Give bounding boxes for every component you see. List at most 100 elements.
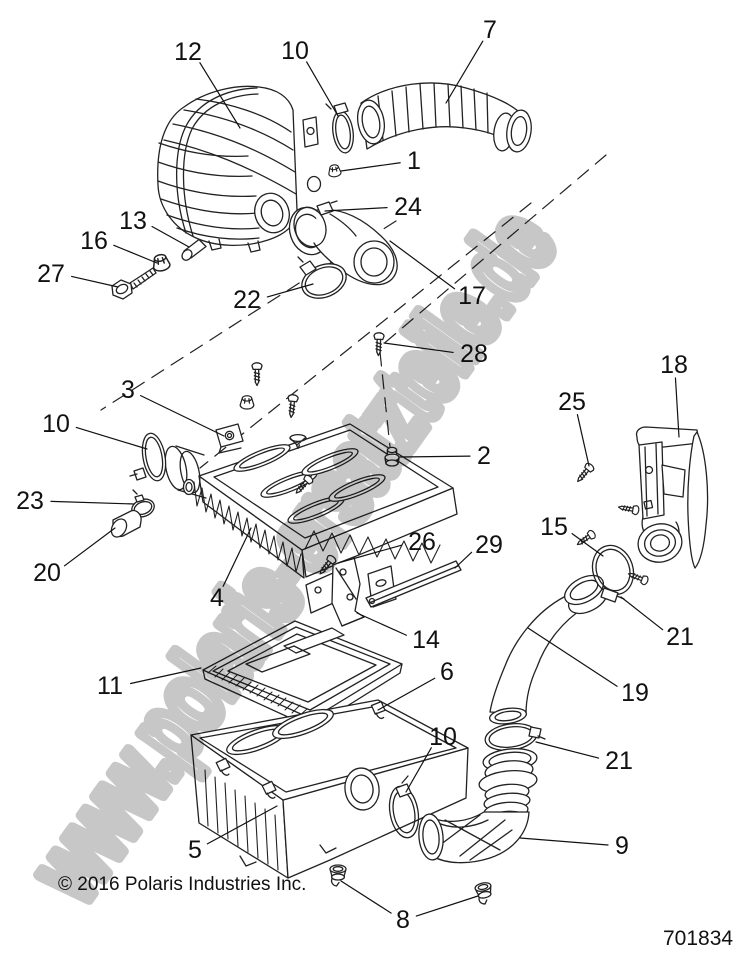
callout-leader-line — [356, 612, 408, 636]
callout-label-18: 18 — [660, 351, 688, 379]
callout-label-20: 20 — [33, 559, 61, 587]
clamp-21-lower-drawing — [484, 722, 546, 752]
callout-leader-line — [50, 500, 135, 505]
callout-label-1: 1 — [407, 147, 421, 175]
intake-shroud-drawing — [635, 426, 709, 569]
callout-leader-line — [571, 533, 604, 557]
callout-label-24: 24 — [394, 193, 422, 221]
callout-label-15: 15 — [540, 513, 568, 541]
spacer-13-drawing — [181, 238, 207, 261]
callout-label-17: 17 — [458, 282, 486, 310]
airbox-lid-drawing — [164, 423, 458, 579]
callout-leader-line — [405, 747, 432, 793]
intake-hose-drawing — [356, 82, 532, 153]
callout-label-13: 13 — [119, 207, 147, 235]
callout-label-23: 23 — [16, 487, 44, 515]
callout-leader-line — [620, 596, 664, 631]
callout-leader-line — [415, 895, 479, 917]
drain-plug-drawing — [473, 880, 496, 906]
flange-nut-1-drawing — [327, 163, 342, 179]
callout-label-9: 9 — [615, 832, 629, 860]
callout-leader-line — [151, 225, 190, 248]
callout-label-11: 11 — [97, 672, 123, 700]
well-nut-2-drawing — [384, 446, 400, 467]
airbox-base-drawing — [190, 699, 469, 879]
callout-label-10: 10 — [42, 410, 70, 438]
callout-leader-line — [383, 342, 454, 354]
callout-leader-line — [445, 40, 484, 104]
assembly-guide-dashline — [199, 202, 532, 469]
callout-label-4: 4 — [210, 584, 224, 612]
callout-leader-line — [140, 395, 225, 437]
callout-leader-line — [199, 62, 241, 129]
callout-label-28: 28 — [460, 340, 488, 368]
callout-label-12: 12 — [174, 38, 202, 66]
bracket-assembly-drawing — [305, 556, 462, 627]
callout-label-21: 21 — [605, 747, 633, 775]
callout-label-3: 3 — [121, 376, 135, 404]
callout-label-27: 27 — [37, 260, 65, 288]
callout-leader-line — [305, 61, 339, 117]
callout-label-8: 8 — [396, 906, 410, 934]
callout-leader-line — [519, 837, 609, 846]
assembly-guide-dashline — [379, 351, 391, 448]
callout-label-16: 16 — [80, 227, 108, 255]
callout-label-19: 19 — [621, 679, 649, 707]
callout-label-7: 7 — [483, 16, 497, 44]
callout-leader-line — [324, 207, 388, 212]
assembly-guide-dashline — [380, 154, 607, 347]
callout-leader-line — [576, 413, 590, 467]
callout-label-5: 5 — [188, 836, 202, 864]
bolt-27-drawing — [111, 267, 157, 300]
rubber-cap-20-drawing — [110, 509, 142, 538]
callout-label-26: 26 — [408, 528, 436, 556]
callout-leader-line — [75, 426, 148, 450]
callout-leader-line — [222, 527, 252, 587]
clamp-15-drawing — [591, 544, 635, 603]
clamp-22-drawing — [297, 256, 347, 299]
callout-leader-line — [266, 283, 314, 298]
bellows-elbow-drawing — [418, 748, 538, 864]
callout-leader-line — [454, 551, 473, 569]
callout-label-29: 29 — [475, 531, 503, 559]
callout-leader-line — [206, 805, 278, 845]
screw-drawing — [251, 362, 263, 387]
screw-drawing — [285, 393, 300, 419]
screw-25-drawing — [573, 461, 596, 486]
callout-leader-lines — [50, 40, 680, 917]
callout-leader-line — [389, 240, 456, 290]
callout-leader-line — [113, 244, 158, 264]
callout-leader-line — [674, 377, 680, 438]
callout-label-10: 10 — [429, 723, 457, 751]
callout-leader-line — [71, 275, 119, 288]
airbox-cover-drawing — [157, 85, 322, 253]
callout-leader-line — [337, 544, 403, 564]
diagram-number: 701834 — [663, 927, 733, 950]
callout-leader-line — [535, 741, 600, 759]
callout-labels: 12 10 7 1 24 17 22 13 16 27 28 3 10 2 25 18 23 20 4 26 29 15 1… — [16, 16, 694, 934]
callout-label-2: 2 — [477, 442, 491, 470]
callout-leader-line — [527, 627, 618, 687]
callout-leader-line — [399, 455, 471, 458]
clamp-10-lower-drawing — [388, 775, 420, 839]
truss-screw-drawing — [289, 433, 307, 450]
elbow-duct-drawing — [288, 206, 398, 286]
outlet-tube-drawing — [489, 574, 609, 725]
callout-leader-line — [63, 527, 116, 567]
flange-nut-drawing — [239, 395, 255, 410]
callout-label-6: 6 — [440, 658, 454, 686]
hose-clamp-upper-drawing — [325, 102, 354, 154]
callout-label-25: 25 — [558, 388, 586, 416]
screw-drawing — [617, 502, 641, 516]
callout-leader-line — [340, 162, 401, 172]
callout-leader-line — [340, 880, 392, 914]
callout-label-14: 14 — [412, 626, 440, 654]
callout-label-10: 10 — [281, 37, 309, 65]
clamp-10-mid-drawing — [129, 432, 167, 482]
callout-label-22: 22 — [233, 286, 261, 314]
callout-label-21: 21 — [666, 623, 694, 651]
copyright-notice: © 2016 Polaris Industries Inc. — [58, 874, 306, 895]
callout-leader-line — [130, 667, 202, 685]
